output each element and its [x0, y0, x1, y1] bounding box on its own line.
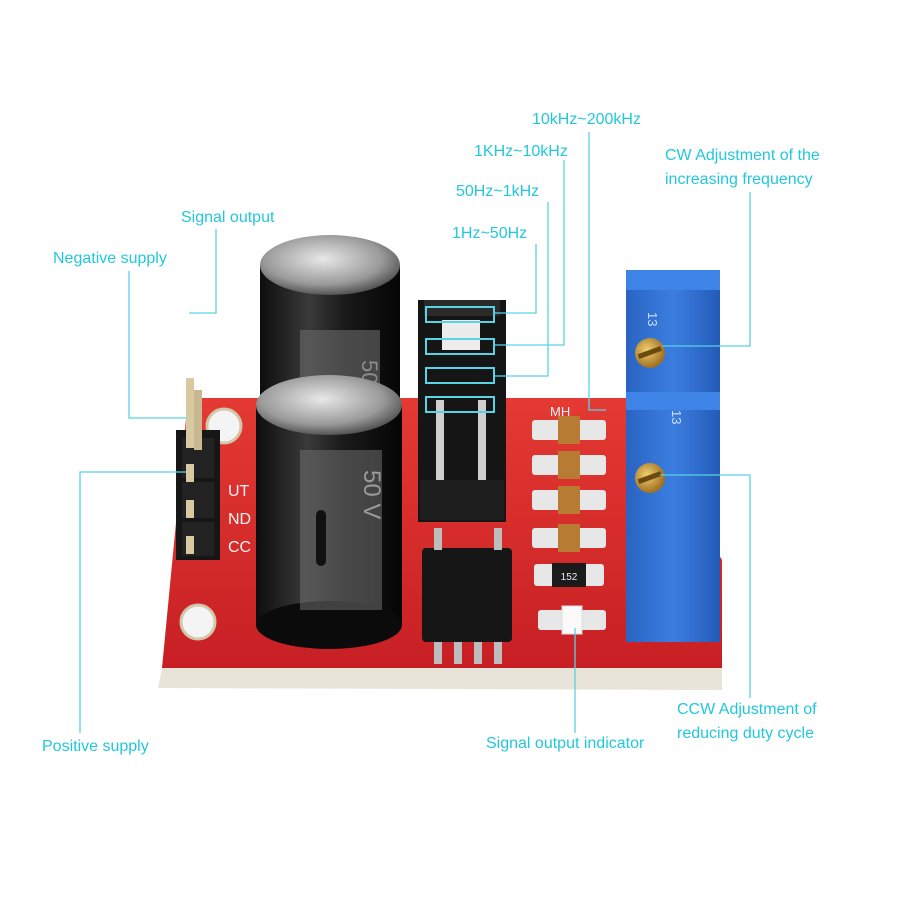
- leader-range-4: [588, 132, 606, 411]
- label-range-1khz-10khz: 1KHz~10kHz: [474, 143, 568, 160]
- capacitor-front: 50 V: [256, 375, 402, 649]
- leader-range-1: [494, 244, 537, 314]
- pin-label-out: UT: [228, 483, 250, 500]
- output-led: [538, 605, 606, 635]
- leader-signal-output: [189, 229, 217, 314]
- leader-negative-supply: [128, 271, 187, 419]
- pin-label-gnd: ND: [228, 511, 251, 528]
- pin-label-vcc: CC: [228, 539, 251, 556]
- range-marker-4: [425, 306, 495, 323]
- potentiometer-duty: 13: [626, 392, 720, 642]
- pot-bottom-marking: 13: [669, 410, 684, 424]
- smd-capacitors: [532, 416, 606, 552]
- ic-chip: [422, 528, 512, 664]
- label-signal-output: Signal output: [181, 209, 275, 226]
- pot-top-marking: 13: [645, 312, 660, 326]
- leader-positive-supply: [79, 471, 186, 733]
- label-signal-output-indicator: Signal output indicator: [486, 735, 645, 752]
- leader-range-2: [494, 202, 549, 377]
- power-header: [176, 378, 220, 560]
- label-negative-supply: Negative supply: [53, 250, 167, 267]
- label-range-1hz-50hz: 1Hz~50Hz: [452, 225, 528, 242]
- pin-silkscreen: UT ND CC: [228, 483, 251, 556]
- potentiometer-frequency: 13: [626, 270, 720, 392]
- leader-cw: [662, 192, 751, 347]
- leader-range-3: [494, 160, 565, 346]
- label-cw-adjustment-line1: CW Adjustment of the: [665, 147, 820, 164]
- label-range-10khz-200khz: 10kHz~200kHz: [532, 111, 641, 128]
- range-marker-1: [425, 396, 495, 413]
- label-ccw-adjustment-line2: reducing duty cycle: [677, 725, 814, 742]
- smd-resistor: 152: [534, 563, 604, 587]
- label-ccw-adjustment-line1: CCW Adjustment of: [677, 701, 817, 718]
- label-range-50hz-1khz: 50Hz~1kHz: [456, 183, 540, 200]
- capacitor-front-marking: 50 V: [358, 470, 385, 519]
- leader-lines: [79, 132, 751, 733]
- resistor-code: 152: [561, 572, 578, 583]
- frequency-jumper-header: [418, 300, 506, 522]
- label-cw-adjustment-line2: increasing frequency: [665, 171, 813, 188]
- board-logo: MH: [550, 404, 570, 419]
- range-marker-3: [425, 338, 495, 355]
- label-positive-supply: Positive supply: [42, 738, 149, 755]
- leader-ccw: [660, 474, 751, 698]
